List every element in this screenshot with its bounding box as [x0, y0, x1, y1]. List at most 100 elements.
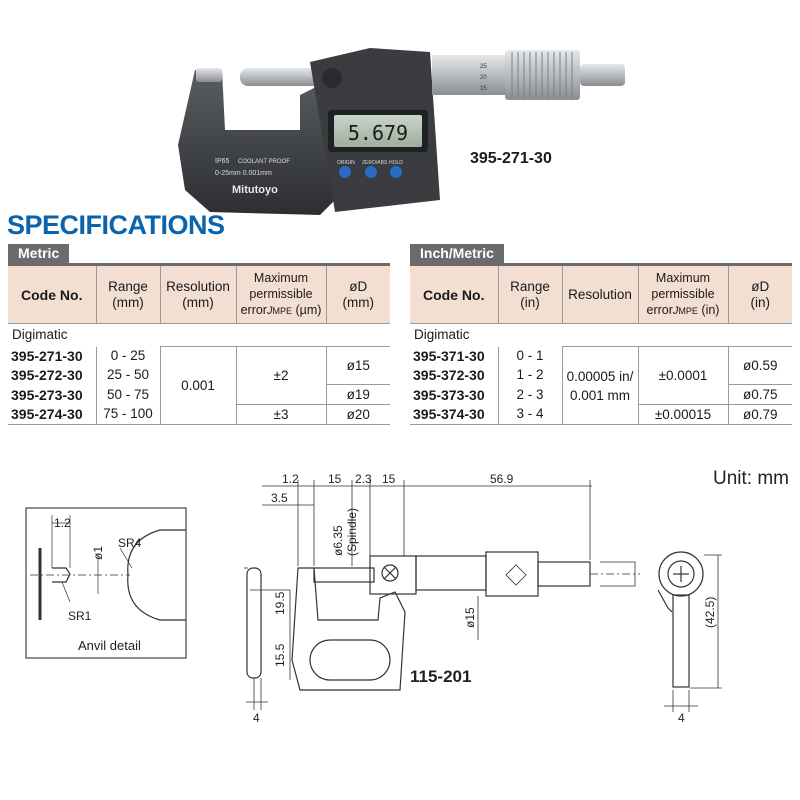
button-label-hold: HOLD — [389, 160, 403, 166]
anvil-caption: Anvil detail — [78, 638, 141, 653]
range-label: 0-25mm 0.001mm — [215, 170, 272, 177]
side-plate — [246, 567, 262, 679]
inch-tab: Inch/Metric — [410, 244, 504, 263]
dim-2-3: 2.3 — [355, 472, 372, 486]
inch-mpe-1: ±0.0001 — [637, 346, 729, 405]
side-view-circle — [658, 551, 704, 597]
drawing-model-label: 115-201 — [410, 667, 471, 686]
inch-tab-rule — [410, 263, 792, 266]
unit-label: Unit: mm — [713, 468, 789, 489]
zero-abs-button — [365, 166, 377, 178]
table-row: 395-372-30 1 - 2 — [410, 365, 792, 385]
metric-code-2: 395-272-30 — [8, 365, 97, 385]
origin-button — [339, 166, 351, 178]
brand-logo: Mitutoyo — [232, 184, 278, 196]
micrometer-frame — [178, 70, 340, 215]
table-row: 395-374-30 3 - 4 ±0.00015 ø0.79 — [410, 404, 792, 425]
dim-15-5: 15.5 — [273, 643, 287, 667]
table-row: 395-271-30 0 - 25 0.001 ±2 ø15 — [8, 346, 390, 425]
lcd-reading: 5.679 — [348, 121, 408, 145]
metric-range-4: 75 - 100 — [95, 404, 161, 425]
table-row: 395-373-30 2 - 3 ø0.75 — [410, 384, 792, 405]
specifications-heading: SPECIFICATIONS — [7, 210, 225, 240]
metric-header-resolution: Resolution(mm) — [159, 266, 237, 324]
metric-header-row: Code No. Range(mm) Resolution(mm) Maximu… — [8, 266, 390, 324]
anvil-dim-d1: ø1 — [91, 546, 105, 560]
metric-header-range: Range(mm) — [95, 266, 161, 324]
table-row: 395-274-30 75 - 100 ±3 ø20 — [8, 404, 390, 425]
dim-19-5: 19.5 — [273, 591, 287, 615]
metric-diameter-3: ø20 — [325, 404, 390, 425]
inch-diameter-2: ø0.75 — [727, 384, 792, 405]
dim-spindle: (Spindle) — [345, 508, 359, 556]
anvil-dim-gap: 1.2 — [54, 516, 71, 530]
frame-window — [309, 639, 391, 681]
drawing-spindle — [313, 567, 375, 583]
dim-3-5: 3.5 — [271, 491, 288, 505]
product-photo: 5.679 ORIGIN ZERO/ABS HOLD IP65 COOLANT … — [178, 48, 625, 215]
inch-code-3: 395-373-30 — [410, 384, 499, 405]
drawing-sleeve — [415, 555, 487, 591]
metric-tab: Metric — [8, 244, 70, 263]
dim-1-2: 1.2 — [282, 472, 299, 486]
anvil-dim-sr4: SR4 — [118, 536, 142, 550]
sleeve-num-2: 20 — [480, 75, 487, 81]
metric-mpe-2: ±3 — [235, 404, 327, 425]
metric-resolution: 0.001 — [159, 346, 237, 425]
dim-15-b: 15 — [382, 472, 396, 486]
inch-group-label: Digimatic — [414, 327, 470, 342]
table-row: 395-273-30 50 - 75 ø19 — [8, 384, 390, 405]
side-view-lock — [657, 589, 673, 613]
inch-group-row: Digimatic — [410, 324, 792, 347]
metric-group-label: Digimatic — [12, 327, 68, 342]
inch-resolution: 0.00005 in/0.001 mm — [561, 346, 639, 425]
metric-diameter-1: ø15 — [325, 346, 390, 385]
drawing-ratchet — [537, 561, 591, 587]
button-label-origin: ORIGIN — [337, 160, 355, 166]
ratchet — [580, 64, 625, 86]
table-row: 395-272-30 25 - 50 — [8, 365, 390, 385]
photo-model-label: 395-271-30 — [470, 150, 552, 167]
dim-4-b: 4 — [678, 711, 685, 725]
coolant-label: COOLANT PROOF — [238, 159, 290, 165]
metric-range-3: 50 - 75 — [95, 384, 161, 405]
dim-42-5: (42.5) — [703, 597, 717, 628]
inch-mpe-2: ±0.00015 — [637, 404, 729, 425]
anvil-tip — [52, 567, 71, 583]
sleeve-num-1: 25 — [480, 64, 487, 70]
sleeve — [432, 55, 507, 95]
lcd-screen — [334, 115, 422, 147]
spindle — [240, 68, 320, 86]
inch-code-4: 395-374-30 — [410, 404, 499, 425]
dim-15-dia: ø15 — [463, 607, 477, 628]
inch-range-1: 0 - 1 — [497, 346, 563, 366]
metric-diameter-2: ø19 — [325, 384, 390, 405]
inch-diameter-3: ø0.79 — [727, 404, 792, 425]
metric-code-4: 395-274-30 — [8, 404, 97, 425]
dim-56-9: 56.9 — [490, 472, 514, 486]
inch-diameter-1: ø0.59 — [727, 346, 792, 385]
hold-button — [390, 166, 402, 178]
side-view-frame — [672, 594, 690, 688]
metric-mpe-1: ±2 — [235, 346, 327, 405]
dim-4-a: 4 — [253, 711, 260, 725]
dim-6-35: ø6.35 — [331, 525, 345, 556]
inch-header-code: Code No. — [410, 266, 499, 324]
metric-header-code: Code No. — [8, 266, 97, 324]
drawing-thimble — [485, 551, 539, 597]
metric-range-2: 25 - 50 — [95, 365, 161, 385]
drawing-frame — [291, 567, 406, 691]
inch-code-1: 395-371-30 — [410, 346, 499, 366]
metric-range-1: 0 - 25 — [95, 346, 161, 366]
anvil-dim-sr1: SR1 — [68, 609, 92, 623]
thimble-knurling — [511, 52, 573, 98]
metric-spec-table: Code No. Range(mm) Resolution(mm) Maximu… — [8, 266, 390, 425]
lock-knob — [322, 68, 342, 88]
dim-15-a: 15 — [328, 472, 342, 486]
anvil-detail-box — [25, 507, 187, 659]
table-row: 395-371-30 0 - 1 0.00005 in/0.001 mm ±0.… — [410, 346, 792, 425]
